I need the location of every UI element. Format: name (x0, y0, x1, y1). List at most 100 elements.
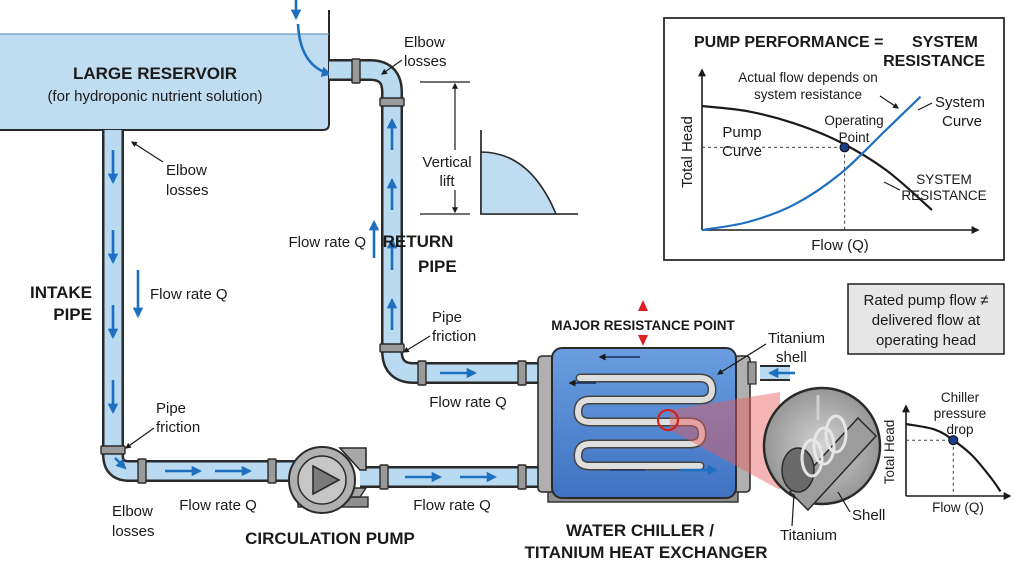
return-friction-line2: friction (432, 328, 476, 345)
flange-return-outlet (417, 360, 427, 386)
flange-intake-elbow (100, 445, 126, 455)
intake-friction-line1: Pipe (156, 400, 186, 417)
system-curve-label-line1: System (935, 94, 985, 111)
flange-return-lower (379, 343, 405, 353)
return-outlet-flow: Flow rate Q (429, 394, 507, 411)
series-0-line (905, 422, 1002, 493)
intake-title-line2: PIPE (53, 305, 92, 324)
chart-annotation-leader (879, 95, 899, 109)
chart-title-line2: SYSTEM (912, 34, 978, 51)
intake-elbow-bottom-line1: Elbow (112, 503, 153, 520)
chart-ylabel: Total Head (679, 116, 696, 188)
mini-chart-plot (905, 422, 1002, 496)
note-box (847, 283, 1005, 355)
rated-flow-note: Rated pump flow ≠ delivered flow at oper… (847, 283, 1005, 355)
flow-arrow-icon (114, 457, 127, 470)
reservoir-subtitle: (for hydroponic nutrient solution) (47, 88, 262, 105)
detail-tube-end (781, 447, 815, 493)
main-chart-plot (701, 95, 933, 232)
detail-titanium-label: Titanium (780, 527, 837, 544)
friction-leader (125, 427, 155, 449)
mini-title-line2: pressure (934, 406, 987, 421)
flange-chiller-inlet (517, 464, 527, 490)
return-friction-leader (402, 335, 431, 353)
reservoir-title: LARGE RESERVOIR (73, 64, 237, 83)
system-curve-leader (917, 102, 933, 111)
water-chiller: MAJOR RESISTANCE POINT Titanium shell WA… (524, 300, 825, 562)
resistance-up-arrow-icon (638, 300, 648, 311)
chiller-shell-line1: Titanium (768, 330, 825, 347)
return-title-line1: RETURN (383, 232, 454, 251)
lift-line1: Vertical (422, 154, 471, 171)
note-line3: operating head (876, 332, 976, 349)
pipe-flanges (100, 58, 527, 490)
mini-title-line3: drop (946, 422, 973, 437)
intake-title-line1: INTAKE (30, 283, 92, 302)
flange-intake-horizontal (137, 458, 147, 484)
reservoir-wall (0, 10, 330, 131)
lift-line2: lift (440, 173, 456, 190)
pump-curve-line (701, 104, 933, 211)
chart-annotation-line1: Actual flow depends on (738, 70, 878, 85)
operating-point-guides (906, 439, 954, 496)
operating-point-marker (839, 142, 850, 153)
resistance-down-arrow-icon (638, 335, 648, 346)
flange-top-elbow (351, 58, 361, 84)
mini-ylabel: Total Head (882, 420, 897, 485)
chart-title-line3: RESISTANCE (883, 53, 985, 70)
magnifier-source-circle (656, 408, 680, 432)
resistance-label-line2: RESISTANCE (901, 188, 986, 203)
operating-point-line1: Operating (824, 113, 883, 128)
detail-shell-label: Shell (852, 507, 885, 524)
return-labels: Elbow losses Vertical lift RETURN PIPE F… (288, 34, 578, 411)
pump-curve-label-line2: Curve (722, 143, 762, 160)
play-triangle-icon (312, 464, 341, 496)
flange-pump-inlet (267, 458, 277, 484)
operating-point-marker (948, 435, 959, 446)
mini-title-line1: Chiller (941, 390, 980, 405)
pump-volute-outlet (338, 447, 367, 471)
intake-flow-label: Flow rate Q (150, 286, 228, 303)
circulation-pump: CIRCULATION PUMP Flow rate Q Flow rate Q (179, 446, 491, 548)
return-flow-label: Flow rate Q (288, 234, 366, 251)
shell-leader (716, 343, 767, 375)
return-title-line2: PIPE (418, 257, 457, 276)
return-friction-line1: Pipe (432, 309, 462, 326)
detail-titanium-leader (791, 493, 795, 527)
chiller-title-line2: TITANIUM HEAT EXCHANGER (524, 543, 767, 562)
pump-flow-left: Flow rate Q (179, 497, 257, 514)
intake-elbow-bottom-line2: losses (112, 523, 155, 540)
titanium-coil-highlight (574, 375, 716, 469)
detail-coil (800, 414, 848, 478)
flange-chiller-outlet (517, 360, 527, 386)
elbow-leader (130, 141, 164, 163)
return-pipe (329, 61, 548, 382)
operating-point-line2: Point (839, 130, 870, 145)
reservoir: LARGE RESERVOIR (for hydroponic nutrient… (0, 0, 333, 131)
system-curve-line (701, 95, 922, 232)
flange-pump-outlet (379, 464, 389, 490)
return-elbow-leader (381, 59, 403, 75)
resistance-label: MAJOR RESISTANCE POINT (551, 318, 735, 333)
chiller-shell-line2: shell (776, 349, 807, 366)
pump-title: CIRCULATION PUMP (245, 529, 415, 548)
intake-elbow-top-line1: Elbow (166, 162, 207, 179)
chart-title-line1: PUMP PERFORMANCE = (694, 34, 884, 51)
chart-xlabel: Flow (Q) (811, 237, 869, 254)
intake-friction-line2: friction (156, 419, 200, 436)
heat-exchanger-detail: Shell Titanium (656, 386, 885, 544)
chiller-title-line1: WATER CHILLER / (566, 521, 714, 540)
return-elbow-line1: Elbow (404, 34, 445, 51)
chiller-pressure-drop-chart: Total Head Flow (Q) Chiller pressure dro… (882, 390, 1012, 515)
reservoir-water (0, 34, 329, 130)
return-elbow-line2: losses (404, 53, 447, 70)
lift-mini-curve (480, 151, 558, 215)
note-line1: Rated pump flow ≠ (864, 292, 989, 309)
pump-performance-chart: PUMP PERFORMANCE = SYSTEM RESISTANCE Tot… (663, 17, 1005, 261)
chiller-side-flange (747, 361, 757, 385)
system-curve-label-line2: Curve (942, 113, 982, 130)
magnifier-beam (670, 392, 780, 490)
pipe-flow-arrows (107, 117, 498, 483)
intake-elbow-top-line2: losses (166, 182, 209, 199)
